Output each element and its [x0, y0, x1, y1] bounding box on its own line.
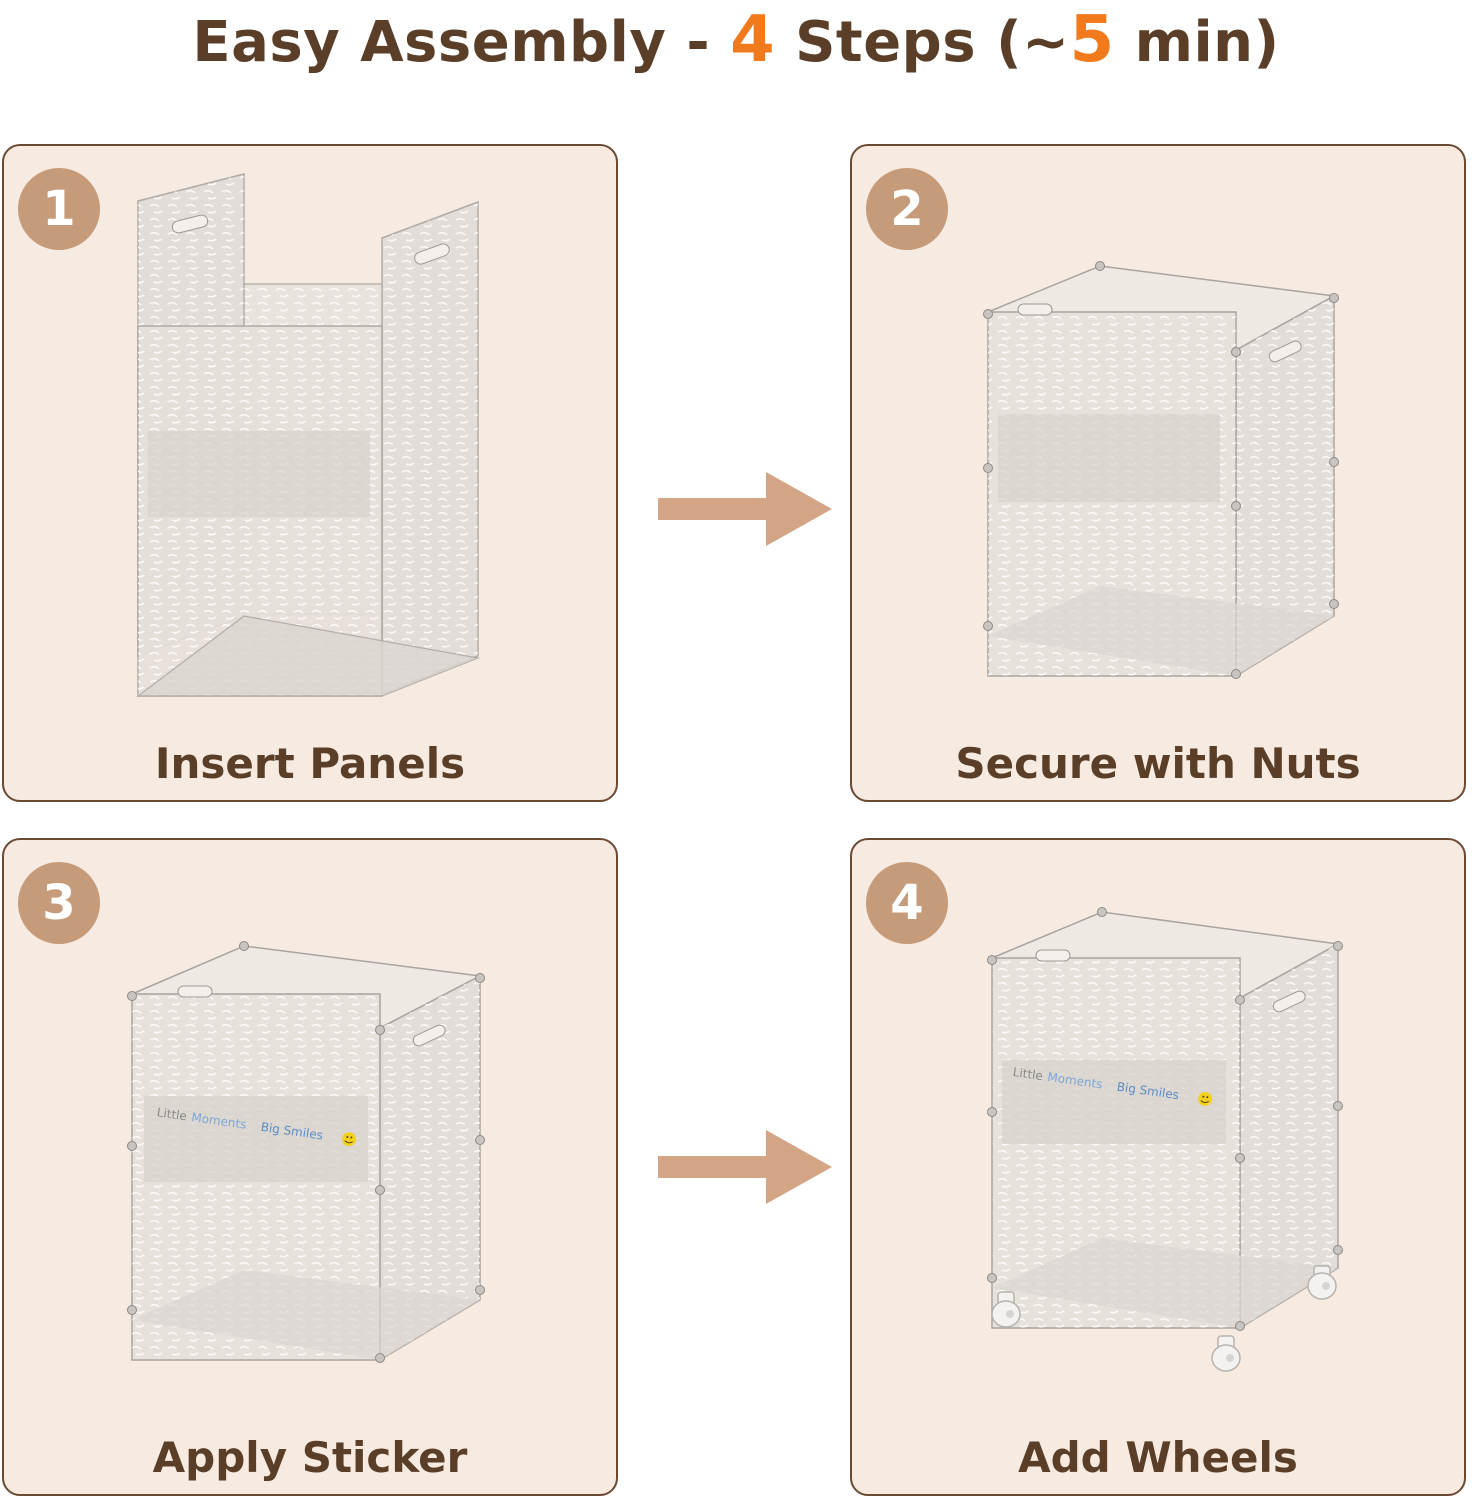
apply-sticker-illustration: Little Moments Big Smiles: [127, 941, 485, 1363]
sticker-word-1: Little: [1012, 1065, 1044, 1083]
step-number-badge: 3: [18, 862, 100, 944]
step-card-2: 2 Secure with Nuts: [850, 144, 1466, 802]
right-arrow-icon: [658, 472, 832, 546]
right-arrow-icon: [658, 1130, 832, 1204]
secure-with-nuts-illustration: [983, 261, 1339, 679]
insert-panels-illustration: [136, 173, 481, 697]
step-number-badge: 4: [866, 862, 948, 944]
sticker-word-1: Little: [156, 1105, 188, 1123]
add-wheels-illustration: Little Moments Big Smiles: [987, 907, 1343, 1372]
step-caption: Secure with Nuts: [955, 739, 1361, 788]
step-card-3: Little Moments Big Smiles 3 Apply Sticke…: [2, 838, 618, 1496]
steps-count: 4: [730, 3, 776, 77]
page-title: Easy Assembly - 4 Steps (~5 min): [192, 3, 1280, 77]
step-card-4: Little Moments Big Smiles: [850, 838, 1466, 1496]
step-number-badge: 1: [18, 168, 100, 250]
step-caption: Insert Panels: [154, 739, 466, 788]
step-card-1: 1 Insert Panels: [2, 144, 618, 802]
caster-wheels: [991, 1265, 1337, 1372]
step-caption: Add Wheels: [1018, 1433, 1298, 1482]
minutes-count: 5: [1069, 3, 1115, 77]
step-caption: Apply Sticker: [152, 1433, 468, 1482]
step-number-badge: 2: [866, 168, 948, 250]
